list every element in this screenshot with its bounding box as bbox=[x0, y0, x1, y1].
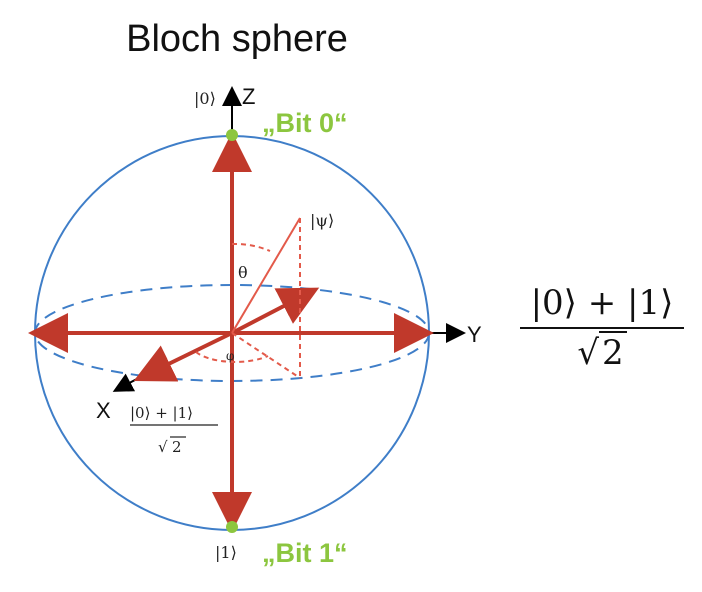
psi-vector bbox=[231, 217, 301, 334]
phi-arc bbox=[195, 351, 269, 363]
psi-label: |ψ⟩ bbox=[310, 211, 334, 230]
superposition-equation: |0⟩ + |1⟩ √2 bbox=[518, 283, 686, 373]
theta-label: θ bbox=[238, 263, 248, 282]
equation-fraction-bar bbox=[520, 327, 684, 329]
ket0-label: |0⟩ bbox=[194, 89, 216, 108]
small-fraction-sqrt-symbol: √ bbox=[158, 438, 168, 456]
equation-numerator: |0⟩ + |1⟩ bbox=[530, 283, 674, 323]
z-axis-label: Z bbox=[242, 84, 255, 109]
equation-sqrt-value: 2 bbox=[599, 331, 627, 373]
arrow-x bbox=[133, 331, 233, 382]
phi-label: φ bbox=[226, 349, 234, 363]
y-axis-label: Y bbox=[467, 322, 482, 347]
equation-sqrt-symbol: √ bbox=[577, 333, 600, 373]
arrow-projection bbox=[231, 287, 320, 335]
south-pole-dot bbox=[226, 521, 238, 533]
figure-title: Bloch sphere bbox=[126, 18, 348, 60]
north-pole-dot bbox=[226, 129, 238, 141]
ket1-label: |1⟩ bbox=[215, 543, 237, 562]
phi-projection-line bbox=[231, 332, 301, 379]
equation-denominator: √2 bbox=[518, 329, 686, 373]
small-fraction-sqrt-value: 2 bbox=[172, 438, 182, 456]
theta-arc bbox=[231, 242, 271, 252]
bit1-label: „Bit 1“ bbox=[262, 538, 348, 568]
bit0-label: „Bit 0“ bbox=[262, 108, 348, 138]
x-axis-label: X bbox=[96, 398, 111, 423]
small-fraction-numerator: |0⟩ + |1⟩ bbox=[130, 404, 193, 422]
